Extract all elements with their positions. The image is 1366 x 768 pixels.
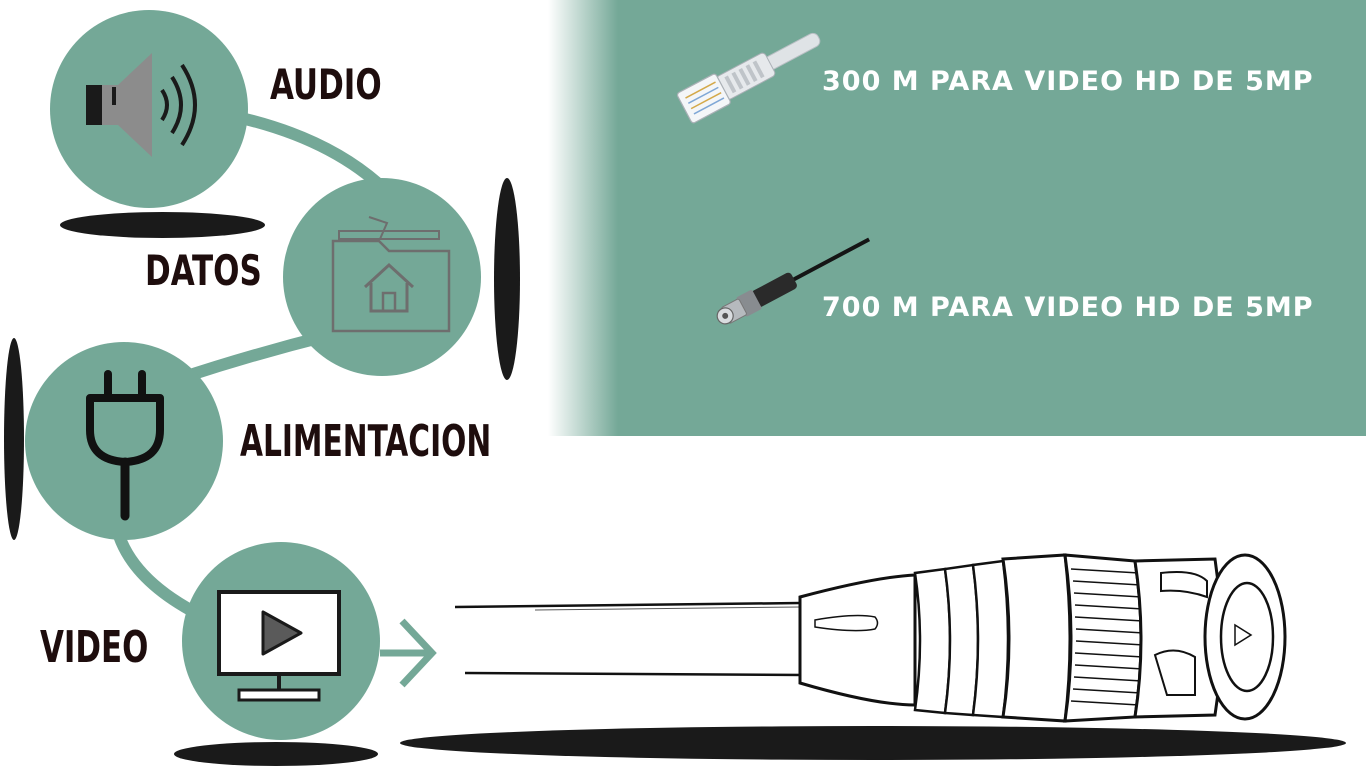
folder-home-icon — [331, 216, 451, 333]
datos-label: DATOS — [145, 246, 262, 295]
play-monitor-icon — [217, 590, 341, 702]
cable-shadow — [400, 726, 1346, 760]
power-plug-icon — [86, 370, 164, 521]
rj45-connector-icon — [676, 32, 821, 124]
speaker-icon — [86, 53, 197, 157]
video-shadow — [174, 742, 378, 766]
audio-shadow — [60, 212, 265, 238]
alimentacion-label: ALIMENTACION — [240, 416, 492, 467]
cable-info-panel — [548, 0, 1366, 436]
bnc-connector-icon — [716, 237, 871, 325]
bnc-distance-text: 700 M PARA VIDEO HD DE 5MP — [822, 292, 1314, 323]
audio-label: AUDIO — [270, 60, 382, 109]
datos-shadow — [494, 178, 520, 380]
arrow-right-icon — [380, 618, 437, 688]
video-label: VIDEO — [40, 622, 149, 673]
alimentacion-shadow — [4, 338, 24, 540]
rj45-distance-text: 300 M PARA VIDEO HD DE 5MP — [822, 66, 1314, 97]
bnc-cable-illustration — [454, 553, 1287, 723]
